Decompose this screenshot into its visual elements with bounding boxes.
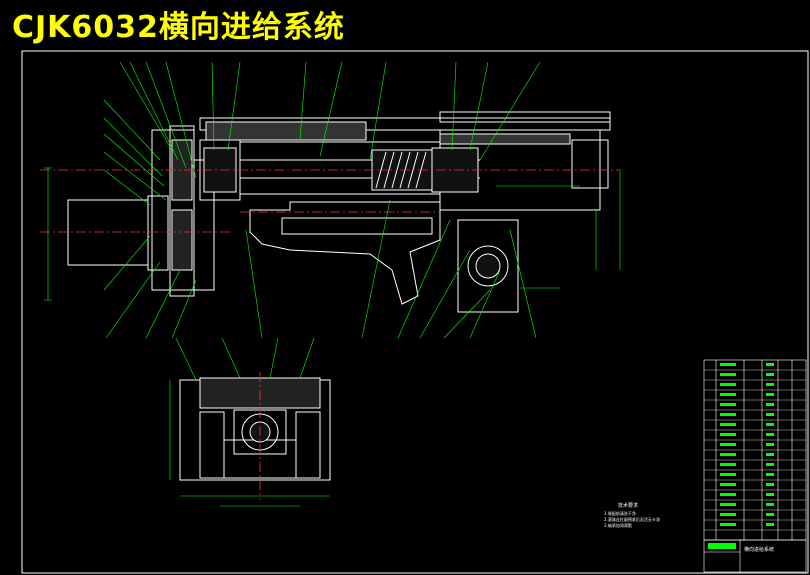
parts-row-mark [766,443,774,446]
tech-req-line-3: 3.轴承加润滑脂 [604,523,632,528]
parts-row-mark [720,393,736,396]
parts-row-mark [766,523,774,526]
section-dimensions [169,337,330,507]
parts-list-rows [704,369,806,531]
hatch-top-left [205,121,367,141]
tech-req-title: 技术要求 [618,503,639,509]
parts-row-mark [720,503,736,506]
center-lines [40,169,620,233]
leader-lines [103,61,541,339]
parts-row-mark [766,503,774,506]
parts-row-mark [766,493,774,496]
tech-req-line-2: 2.滚珠丝杠副预紧后灵活无卡滞 [604,517,660,522]
parts-row-mark [720,383,736,386]
parts-row-mark [766,363,774,366]
parts-row-mark [720,453,736,456]
parts-row-mark [766,403,774,406]
parts-row-mark [720,523,736,526]
parts-row-mark [720,483,736,486]
saddle-inner [281,217,433,235]
title-block [703,539,807,573]
parts-row-mark [766,393,774,396]
section-view-a-a [179,377,331,481]
parts-row-mark [720,433,736,436]
section-right-rail [295,411,321,479]
parts-row-mark [720,463,736,466]
parts-row-mark [766,513,774,516]
section-left-rail [199,411,225,479]
parts-row-mark [720,493,736,496]
parts-row-mark [766,463,774,466]
parts-row-mark [766,453,774,456]
parts-row-mark [720,373,736,376]
drawing-border [21,50,809,574]
gear-lower [171,209,193,271]
drawing-title: CJK6032横向进给系统 [12,10,345,45]
parts-row-mark [720,363,736,366]
title-block-green-bar [708,543,736,549]
parts-row-mark [766,483,774,486]
lower-bearing-inner [475,253,501,279]
top-slide-rail [199,117,611,131]
parts-row-mark [766,473,774,476]
parts-row-mark [720,403,736,406]
parts-row-mark [766,433,774,436]
parts-row-mark [720,513,736,516]
lower-bearing-outer [467,245,509,287]
parts-row-mark [720,443,736,446]
lower-bracket [457,219,519,313]
parts-row-mark [766,423,774,426]
dimension-lines [44,167,621,301]
hatch-top-right [439,133,571,145]
parts-row-mark [766,413,774,416]
parts-list-marks [720,363,774,526]
top-slide-upper [439,111,611,123]
parts-row-mark [766,373,774,376]
carriage-end [571,139,609,189]
parts-row-mark [720,473,736,476]
parts-row-mark [720,413,736,416]
title-block-drawing-name: 横向进给系统 [744,547,775,553]
motor-housing [67,199,149,266]
motor-flange [147,195,169,271]
saddle-body [249,201,441,305]
tech-req-line-1: 1.装配前清洗干净 [604,511,636,516]
parts-row-mark [766,383,774,386]
parts-row-mark [720,423,736,426]
